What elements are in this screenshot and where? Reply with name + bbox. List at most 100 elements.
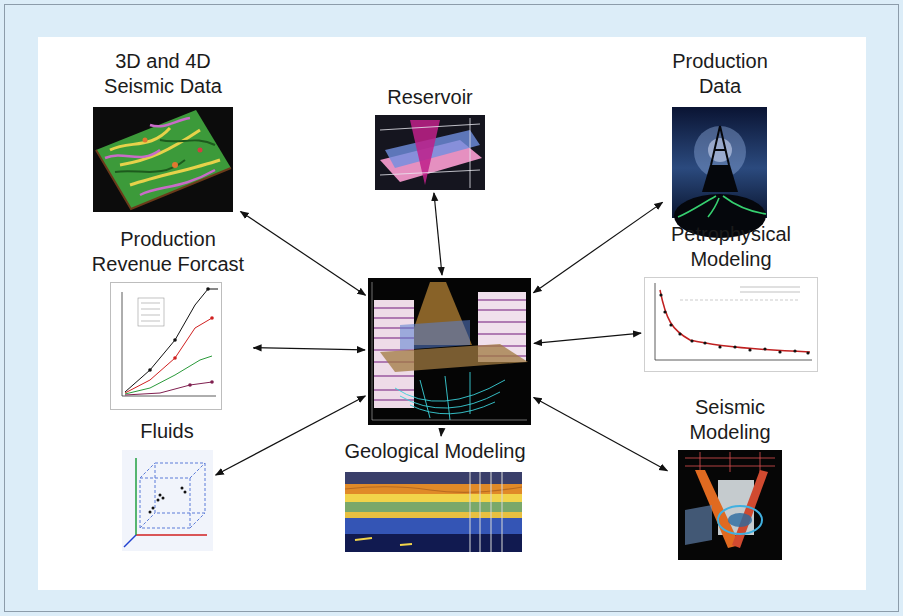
connector-arrow: [440, 428, 442, 436]
fluid-cube-picture-part: [152, 507, 155, 510]
oil-rig-picture-part: [702, 165, 738, 192]
fluid-cube-picture: [122, 450, 213, 551]
connector-arrow: [533, 202, 662, 292]
decay-chart-picture-part: [718, 345, 721, 348]
connector-arrow: [434, 193, 442, 275]
seismic-map-picture-part: [115, 140, 215, 172]
frame-part: [38, 37, 866, 590]
image-node: Reservoir: [370, 85, 490, 190]
connector-arrow: [253, 348, 365, 350]
reservoir-picture-part: [380, 118, 480, 188]
seismic-model-picture: [678, 450, 782, 560]
geological-section-picture: [345, 472, 522, 552]
revenue-chart-picture: [111, 283, 222, 410]
image-node: Fluids: [122, 419, 213, 551]
seismic-map-picture-part: [143, 138, 148, 143]
revenue-chart-picture-part: [206, 287, 210, 291]
revenue-chart-picture-part: [141, 303, 160, 321]
fluid-cube-picture-part: [135, 458, 137, 535]
seismic-map-picture-part: [105, 118, 215, 195]
central-model-picture: [368, 278, 531, 425]
reservoir-picture-part: [410, 120, 440, 185]
node-title: Geological Modeling: [325, 439, 545, 464]
geological-section-picture-part: [345, 512, 522, 518]
connector-arrow: [534, 333, 641, 343]
revenue-chart-picture-part: [148, 368, 152, 372]
connector-arrow: [534, 398, 668, 471]
decay-chart-picture-part: [669, 323, 672, 326]
revenue-chart-picture-part: [125, 382, 212, 395]
geological-section-picture-part: [345, 502, 522, 512]
fluid-cube-picture-part: [159, 494, 162, 497]
central-model-picture-part: [395, 372, 505, 420]
decay-chart-picture-part: [659, 293, 662, 296]
geological-section-picture-part: [345, 534, 522, 552]
decay-chart-picture-part: [763, 347, 766, 350]
node-title: Production Revenue Forcast: [86, 227, 251, 277]
central-model-picture-part: [400, 320, 470, 350]
fluid-cube-picture-part: [149, 511, 152, 514]
revenue-chart-picture-part: [125, 318, 212, 393]
seismic-model-picture-part: [685, 505, 712, 545]
seismic-model-picture-part: [678, 450, 782, 560]
decay-chart-picture-part: [703, 341, 706, 344]
decay-chart-picture-part: [660, 290, 810, 352]
decay-chart-picture-part: [663, 310, 666, 313]
fluid-cube-picture-part: [157, 499, 160, 502]
seismic-model-picture-part: [732, 470, 768, 548]
node-title: Reservoir: [370, 85, 490, 110]
node-title: Fluids: [122, 419, 212, 444]
seismic-map-picture-part: [96, 150, 231, 209]
seismic-map-picture-part: [93, 107, 233, 212]
decay-chart-picture-part: [678, 332, 681, 335]
decay-chart-picture-part: [748, 348, 751, 351]
geological-section-picture-part: [355, 538, 412, 545]
geological-section-picture-part: [345, 484, 522, 494]
fluid-cube-picture-part: [162, 497, 165, 500]
oil-rig-picture-part: [711, 126, 729, 165]
hub-node: [368, 278, 531, 425]
decay-chart-picture-part: [680, 300, 800, 301]
frame: [5, 5, 899, 612]
decay-chart-picture: [645, 278, 818, 372]
geological-section-picture-part: [345, 518, 522, 534]
node-title: Petrophysical Modeling: [656, 222, 806, 272]
image-node: Seismic Modeling: [670, 395, 790, 560]
revenue-chart-picture-part: [210, 316, 214, 320]
connector-arrow: [216, 396, 366, 475]
node-title: Seismic Modeling: [670, 395, 790, 445]
geological-section-picture-part: [345, 472, 522, 484]
fluid-cube-picture-part: [124, 535, 136, 547]
oil-rig-picture-part: [678, 196, 766, 217]
seismic-model-picture-part: [685, 452, 775, 472]
seismic-model-picture-part: [728, 513, 752, 527]
decay-chart-picture-part: [778, 350, 781, 353]
seismic-map-picture: [93, 107, 233, 212]
geological-section-picture-part: [470, 472, 502, 552]
revenue-chart-picture-part: [111, 283, 222, 410]
reservoir-picture-part: [375, 115, 485, 190]
revenue-chart-picture-part: [138, 298, 164, 326]
fluid-cube-picture-part: [181, 487, 184, 490]
oil-rig-picture: [672, 107, 767, 238]
revenue-chart-picture-part: [173, 356, 177, 360]
revenue-chart-picture-part: [210, 380, 214, 384]
decay-chart-picture-part: [740, 287, 800, 292]
fluid-cube-picture-part: [122, 450, 213, 551]
fluid-cube-picture-part: [136, 534, 207, 536]
revenue-chart-picture-part: [125, 356, 212, 394]
connector-arrow: [240, 211, 365, 295]
seismic-map-picture-part: [172, 162, 178, 168]
seismic-map-picture-part: [96, 110, 231, 209]
node-title: 3D and 4D Seismic Data: [88, 49, 238, 99]
geological-section-picture-part: [345, 494, 522, 502]
central-model-picture-part: [368, 278, 531, 425]
image-node: Production Data: [665, 49, 775, 218]
frame-part: [5, 5, 899, 612]
fluid-cube-picture-part: [184, 491, 187, 494]
decay-chart-picture-part: [806, 351, 809, 354]
decay-chart-picture-part: [733, 345, 736, 348]
revenue-chart-picture-part: [188, 383, 192, 387]
decay-chart-picture-part: [655, 283, 812, 360]
